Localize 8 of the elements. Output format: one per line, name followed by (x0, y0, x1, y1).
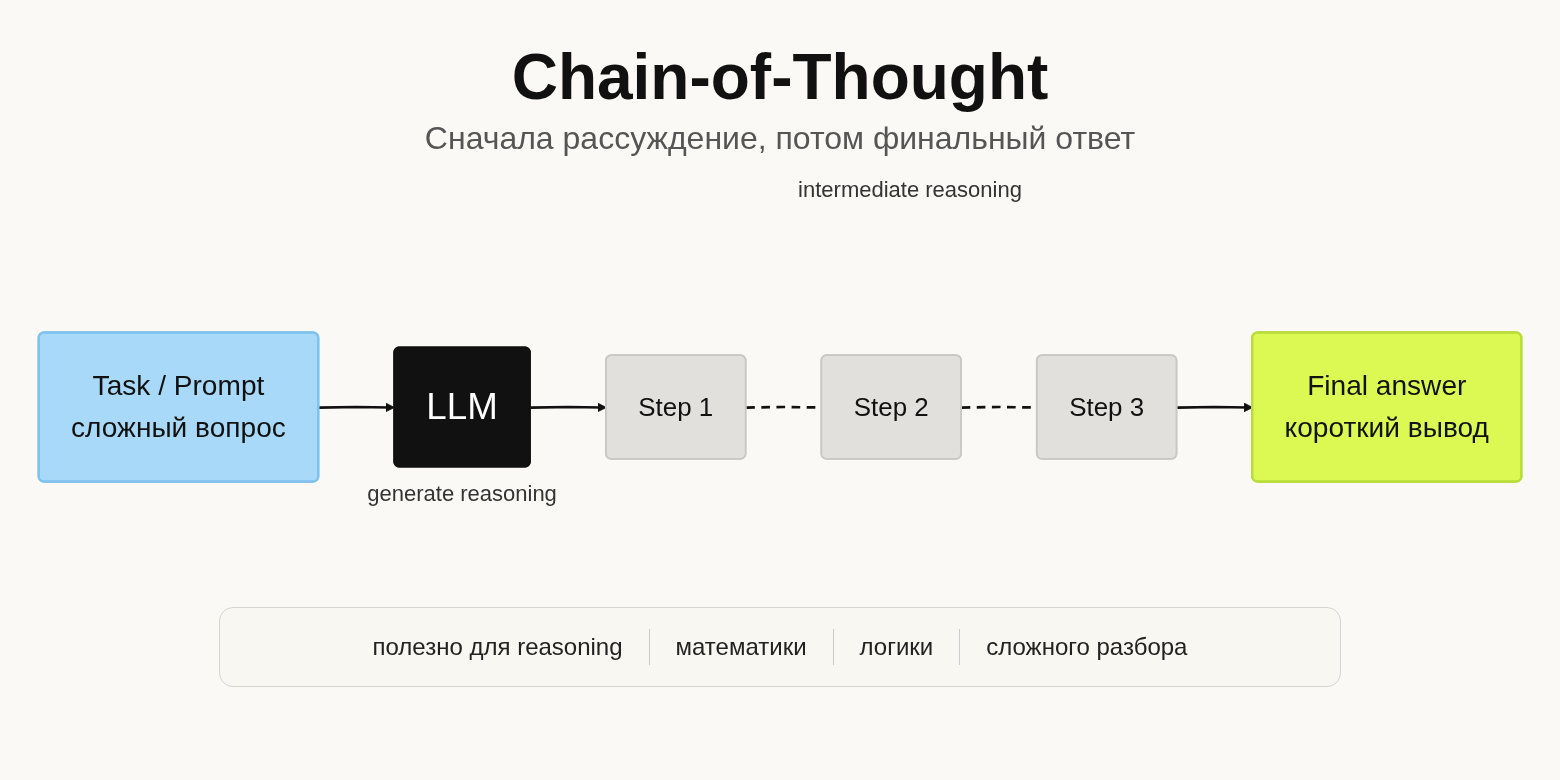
usage-label: логики (858, 633, 935, 661)
usage-label: полезно для reasoning (371, 633, 624, 661)
bracket-label: intermediate reasoning (797, 177, 1023, 203)
title: Chain-of-Thought (510, 40, 1050, 114)
node-caption: generate reasoning (367, 480, 557, 507)
subtitle: Сначала рассуждение, потом финальный ответ (423, 120, 1137, 157)
usage-label: математики (674, 633, 808, 661)
usage-label: сложного разбора (985, 633, 1189, 661)
